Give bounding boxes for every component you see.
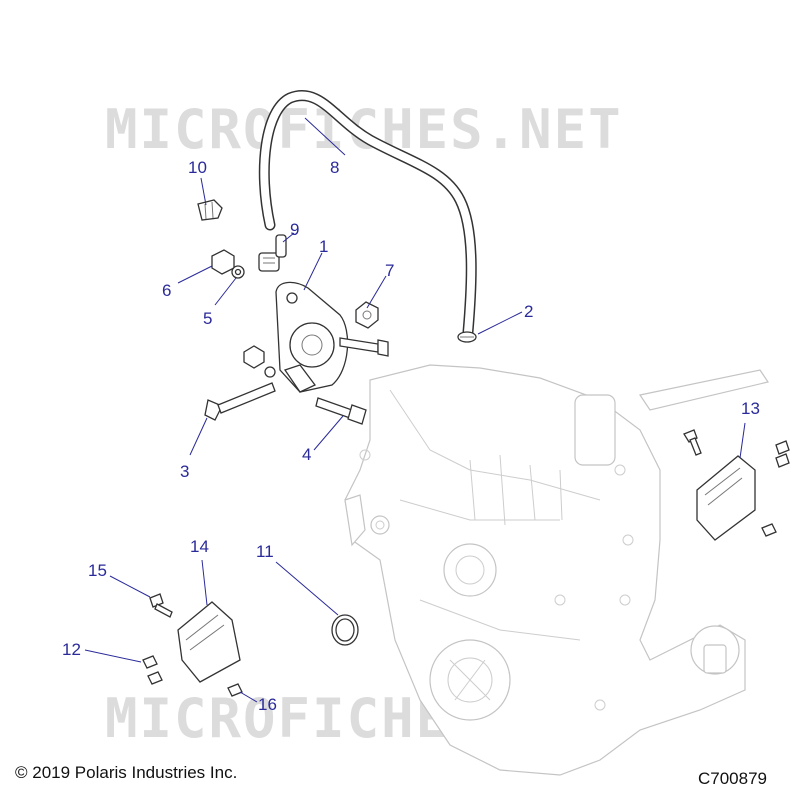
plug [227, 683, 243, 697]
bracket-screw [149, 593, 173, 618]
callout-2: 2 [524, 302, 533, 321]
callout-5: 5 [203, 309, 212, 328]
nut [211, 249, 235, 275]
callout-3: 3 [180, 462, 189, 481]
clip [197, 199, 223, 221]
callout-7: 7 [385, 261, 394, 280]
callout-11: 11 [256, 542, 274, 561]
callout-15: 15 [88, 561, 107, 580]
callout-13: 13 [741, 399, 760, 418]
callout-16: 16 [258, 695, 277, 714]
right-mount-bracket [683, 429, 790, 541]
callout-12: 12 [62, 640, 81, 659]
hose-clamp [457, 331, 477, 343]
callout-9: 9 [290, 220, 299, 239]
short-bolt [315, 397, 367, 425]
callout-14: 14 [190, 537, 209, 556]
o-ring [331, 614, 359, 646]
copyright-notice: © 2019 Polaris Industries Inc. [15, 763, 238, 782]
sensor-housing [275, 281, 349, 393]
transmission-assembly [344, 364, 769, 776]
vent-fitting [258, 234, 287, 272]
lower-nut [243, 345, 276, 378]
long-bolt [204, 382, 276, 421]
leader-lines [84, 117, 746, 703]
callout-4: 4 [302, 445, 311, 464]
callout-8: 8 [330, 158, 339, 177]
figure-code: C700879 [698, 769, 768, 788]
callout-6: 6 [162, 281, 171, 300]
washer [231, 265, 245, 279]
callout-1: 1 [319, 237, 328, 256]
left-mount-bracket [177, 601, 241, 683]
vent-hose [258, 90, 477, 338]
flange-nut [355, 301, 379, 329]
callout-10: 10 [188, 158, 207, 177]
small-screws [142, 655, 163, 685]
upper-bolt [339, 337, 389, 357]
